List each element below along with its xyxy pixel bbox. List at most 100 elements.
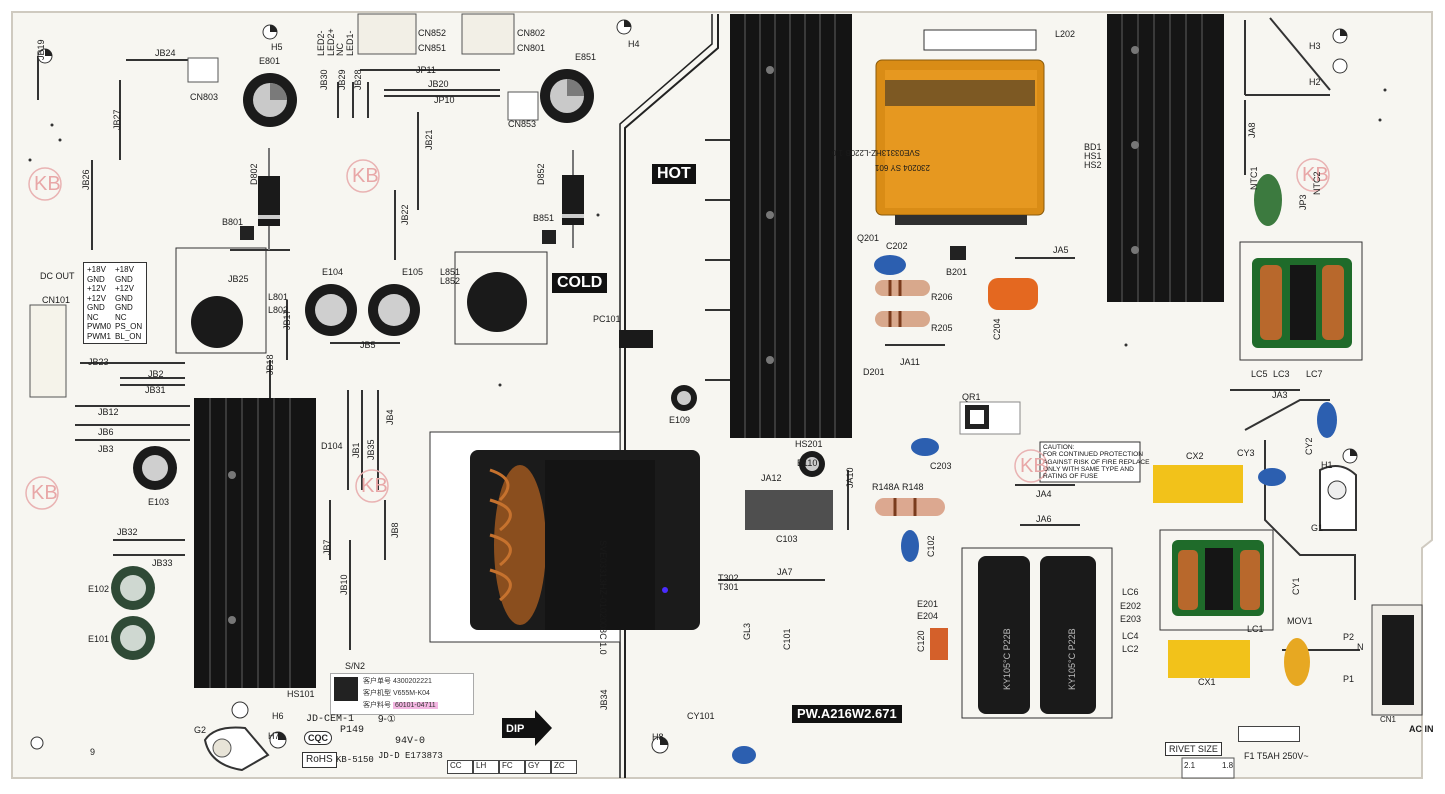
ref-mov1: MOV1 bbox=[1287, 616, 1313, 626]
ref-c102: C102 bbox=[926, 535, 936, 557]
ref-e102: E102 bbox=[88, 584, 110, 594]
ref-q201: Q201 bbox=[857, 233, 880, 243]
diodes bbox=[240, 148, 966, 260]
ref-e203: E203 bbox=[1120, 614, 1142, 624]
ref-jb27: JB27 bbox=[112, 109, 122, 130]
ref-jp3: JP3 bbox=[1298, 194, 1308, 210]
sticker-line-1: 客户单号 4300202221 bbox=[363, 678, 432, 685]
dc-out-pin-left: +18V bbox=[87, 265, 106, 274]
ref-jb21: JB21 bbox=[424, 129, 434, 150]
nine-mark: 9-① bbox=[378, 714, 396, 725]
ref-c103: C103 bbox=[776, 534, 798, 544]
ref-n: N bbox=[1357, 642, 1364, 652]
ref-e101: E101 bbox=[88, 634, 110, 644]
ref-b201: B201 bbox=[946, 267, 968, 277]
ac-in-label: AC IN bbox=[1409, 724, 1434, 734]
ref-ja4: JA4 bbox=[1036, 489, 1052, 499]
ref-e201: E201 bbox=[917, 599, 939, 609]
ref-lc5: LC5 bbox=[1251, 369, 1268, 379]
ref-h2: H2 bbox=[1309, 77, 1321, 87]
ref-lc3: LC3 bbox=[1273, 369, 1290, 379]
transformer-text-1: SVE03313HZ-L220B 1.0 bbox=[831, 148, 920, 157]
ref-jb19: JB19 bbox=[36, 39, 46, 60]
model-label: PW.A216W2.671 bbox=[792, 705, 902, 724]
ref-jb22: JB22 bbox=[400, 204, 410, 225]
ref-g2: G2 bbox=[194, 725, 207, 735]
ref-jb1: JB1 bbox=[351, 442, 361, 458]
choke-lc5 bbox=[1239, 241, 1363, 361]
sticker-line-3-value: 60101-04711 bbox=[392, 702, 438, 709]
ref-nc: NC bbox=[335, 43, 345, 56]
ref-e202: E202 bbox=[1120, 601, 1142, 611]
ref-cn853: CN853 bbox=[508, 119, 537, 129]
ref-cx1: CX1 bbox=[1198, 677, 1216, 687]
ref-jp11: JP11 bbox=[416, 65, 436, 75]
cn1-label: CN1 bbox=[1380, 715, 1397, 724]
ref-ja12: JA12 bbox=[761, 473, 782, 483]
svg-text:KY105°C P22B: KY105°C P22B bbox=[1067, 628, 1077, 690]
svg-text:SVE03313HZ-0102008C 1.0: SVE03313HZ-0102008C 1.0 bbox=[598, 540, 608, 655]
ref-jb29: JB29 bbox=[337, 69, 347, 90]
dc-out-label: DC OUT bbox=[40, 271, 75, 281]
dc-out-pin-left: PWM0 bbox=[87, 322, 111, 331]
ref-ntc2: NTC2 bbox=[1312, 171, 1322, 195]
ref-h1: H1 bbox=[1321, 460, 1333, 470]
ref-h5: H5 bbox=[271, 42, 283, 52]
ref-cx2: CX2 bbox=[1186, 451, 1204, 461]
ref-e110: E110 bbox=[797, 458, 818, 468]
electrolytic-capacitors bbox=[111, 69, 825, 660]
check-box: ZC bbox=[551, 760, 577, 774]
ref-jb7: JB7 bbox=[322, 539, 332, 555]
hot-label: HOT bbox=[652, 164, 696, 184]
ground-lug-g2 bbox=[203, 726, 270, 772]
transformer-text-2: 230204 SY 601 bbox=[874, 163, 930, 172]
ref-bd1: BD1 bbox=[1084, 142, 1102, 152]
ref-c120: C120 bbox=[916, 630, 926, 652]
heatsink-hs101 bbox=[194, 398, 316, 688]
check-box: GY bbox=[525, 760, 551, 774]
caution-line: ONLY WITH SAME TYPE AND bbox=[1043, 465, 1134, 473]
ref-e851: E851 bbox=[575, 52, 597, 62]
rivet-size-label: RIVET SIZE bbox=[1165, 742, 1222, 757]
ref-jb31: JB31 bbox=[145, 385, 166, 395]
ref-r148: R148 bbox=[902, 482, 924, 492]
dc-out-pin-right: PS_ON bbox=[115, 322, 143, 331]
kb-stamp: KB bbox=[34, 173, 61, 195]
ref-ja11: JA11 bbox=[900, 357, 920, 367]
ref-ntc1: NTC1 bbox=[1249, 166, 1259, 190]
kb-stamp: KB bbox=[361, 475, 388, 497]
ref-r205: R205 bbox=[931, 323, 953, 333]
ref-b801: B801 bbox=[222, 217, 244, 227]
svg-text:KY105°C P22B: KY105°C P22B bbox=[1002, 628, 1012, 690]
ref-c204: C204 bbox=[992, 318, 1002, 340]
ref-cy101: CY101 bbox=[687, 711, 715, 721]
ref-led1: LED1- bbox=[345, 30, 355, 56]
optocoupler-pc101 bbox=[619, 330, 653, 348]
dip-label: DIP bbox=[506, 723, 525, 735]
caution-line: AGAINST RISK OF FIRE REPLACE bbox=[1043, 458, 1150, 466]
ref-l851: L851 bbox=[440, 267, 461, 277]
dc-out-pin-left: +12V bbox=[87, 284, 106, 293]
ref-d201: D201 bbox=[863, 367, 885, 377]
ref-t302: T302 bbox=[718, 573, 739, 583]
ref-p2: P2 bbox=[1343, 632, 1355, 642]
kb-stamp: KB bbox=[1302, 164, 1329, 186]
ref-nine_mark: 9 bbox=[90, 747, 96, 757]
ref-jb30: JB30 bbox=[319, 69, 329, 90]
ref-jb18: JB18 bbox=[265, 354, 275, 375]
ref-jb23: JB23 bbox=[88, 357, 109, 367]
dc-out-pin-right: BL_ON bbox=[115, 331, 142, 341]
ref-sn2: S/N2 bbox=[345, 661, 366, 671]
ref-cn852: CN852 bbox=[418, 28, 447, 38]
ref-hs2: HS2 bbox=[1084, 160, 1102, 170]
dc-out-pin-right: GND bbox=[115, 303, 133, 312]
ref-r206: R206 bbox=[931, 292, 953, 302]
ref-cn851: CN851 bbox=[418, 43, 447, 53]
choke-lc6 bbox=[1159, 529, 1274, 631]
ref-jb28: JB28 bbox=[353, 69, 363, 90]
check-box: CC bbox=[447, 760, 473, 774]
dc-out-pin-right: +18V bbox=[115, 265, 134, 274]
dc-out-pin-right: NC bbox=[115, 312, 127, 322]
